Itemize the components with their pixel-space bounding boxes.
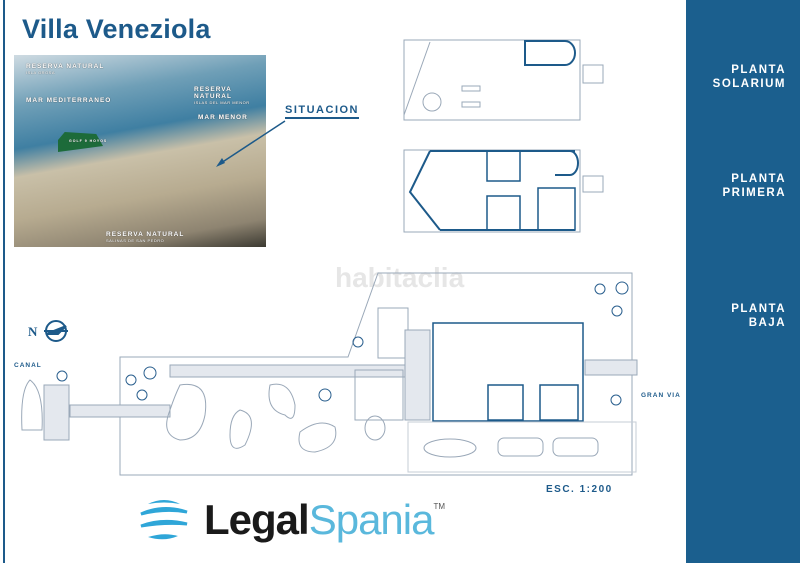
gran-via-label: GRAN VIA	[641, 392, 681, 399]
plan-primera	[403, 149, 604, 233]
globe-icon	[140, 500, 188, 540]
left-border	[3, 0, 5, 563]
canal-label: CANAL	[14, 362, 42, 369]
tree-icons	[56, 281, 629, 406]
logo-text-legal: Legal	[204, 496, 310, 543]
scale-label: ESC. 1:200	[546, 484, 613, 495]
compass-icon	[44, 320, 68, 342]
logo-tm: TM	[433, 502, 446, 511]
legalspania-logo: Legal Spania TM	[138, 492, 445, 548]
north-label: N	[28, 324, 39, 339]
situacion-label: SITUACION	[285, 104, 359, 119]
watermark: habitaclia	[335, 262, 465, 293]
plan-baja	[21, 272, 638, 476]
page-title: Villa Veneziola	[22, 14, 211, 44]
photo-label: GOLF 9 HOYOS	[69, 139, 108, 143]
photo-label: MAR MENOR	[198, 114, 248, 121]
photo-label: MAR MEDITERRANEO	[26, 97, 112, 104]
logo-text-spania: Spania	[308, 496, 435, 543]
golf-area	[58, 132, 103, 152]
plan-solarium	[403, 39, 604, 121]
